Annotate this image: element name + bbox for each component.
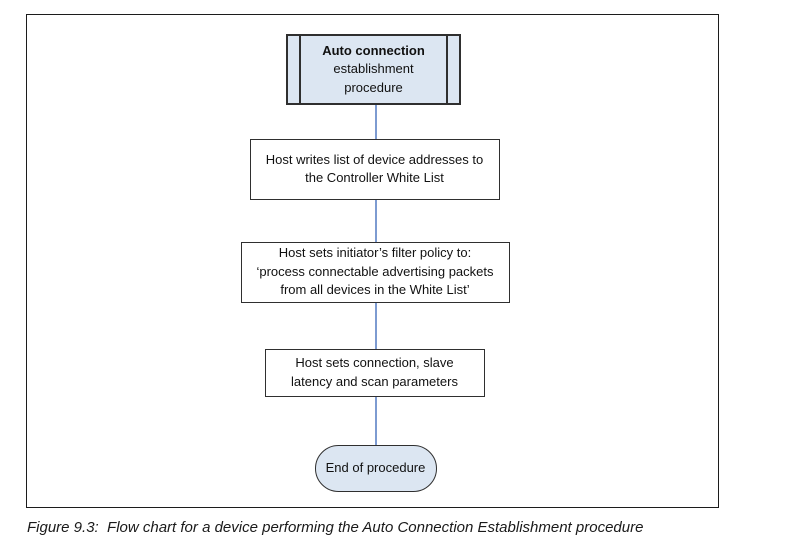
step-line: Host sets initiator’s filter policy to: (278, 245, 472, 261)
predefined-process-left-bar (299, 36, 301, 103)
step-line: the Controller White List (305, 170, 444, 185)
figure-caption: Figure 9.3: Flow chart for a device perf… (27, 519, 644, 536)
start-node-line-2: establishment (333, 61, 414, 77)
step-line: Host writes list of device addresses to (265, 151, 484, 167)
end-node-label: End of procedure (325, 459, 426, 475)
step-line: latency and scan parameters (291, 373, 458, 389)
start-node-text: Auto connection establishment procedure (288, 42, 459, 98)
step-line: from all devices in the White List’ (280, 282, 470, 298)
step-line: ‘process connectable advertising packets (256, 263, 494, 279)
start-node-auto-connection-procedure: Auto connection establishment procedure (286, 34, 461, 105)
step-node-text: Host sets connection, slave latency and … (266, 354, 484, 391)
predefined-process-right-bar (446, 36, 448, 103)
flowchart-frame: Auto connection establishment procedure … (26, 14, 719, 508)
step-node-text: Host sets initiator’s filter policy to: … (242, 244, 509, 300)
step-node-write-white-list: Host writes list of device addresses to … (249, 138, 500, 200)
start-node-line-1: Auto connection (322, 42, 425, 58)
step-node-set-filter-policy: Host sets initiator’s filter policy to: … (240, 241, 510, 303)
step-line: Host sets connection, slave (295, 355, 454, 370)
start-node-line-3: procedure (344, 79, 403, 95)
step-node-set-connection-params: Host sets connection, slave latency and … (264, 348, 485, 397)
end-node-end-of-procedure: End of procedure (314, 444, 437, 492)
step-node-text: Host writes list of device addresses to … (251, 151, 499, 188)
